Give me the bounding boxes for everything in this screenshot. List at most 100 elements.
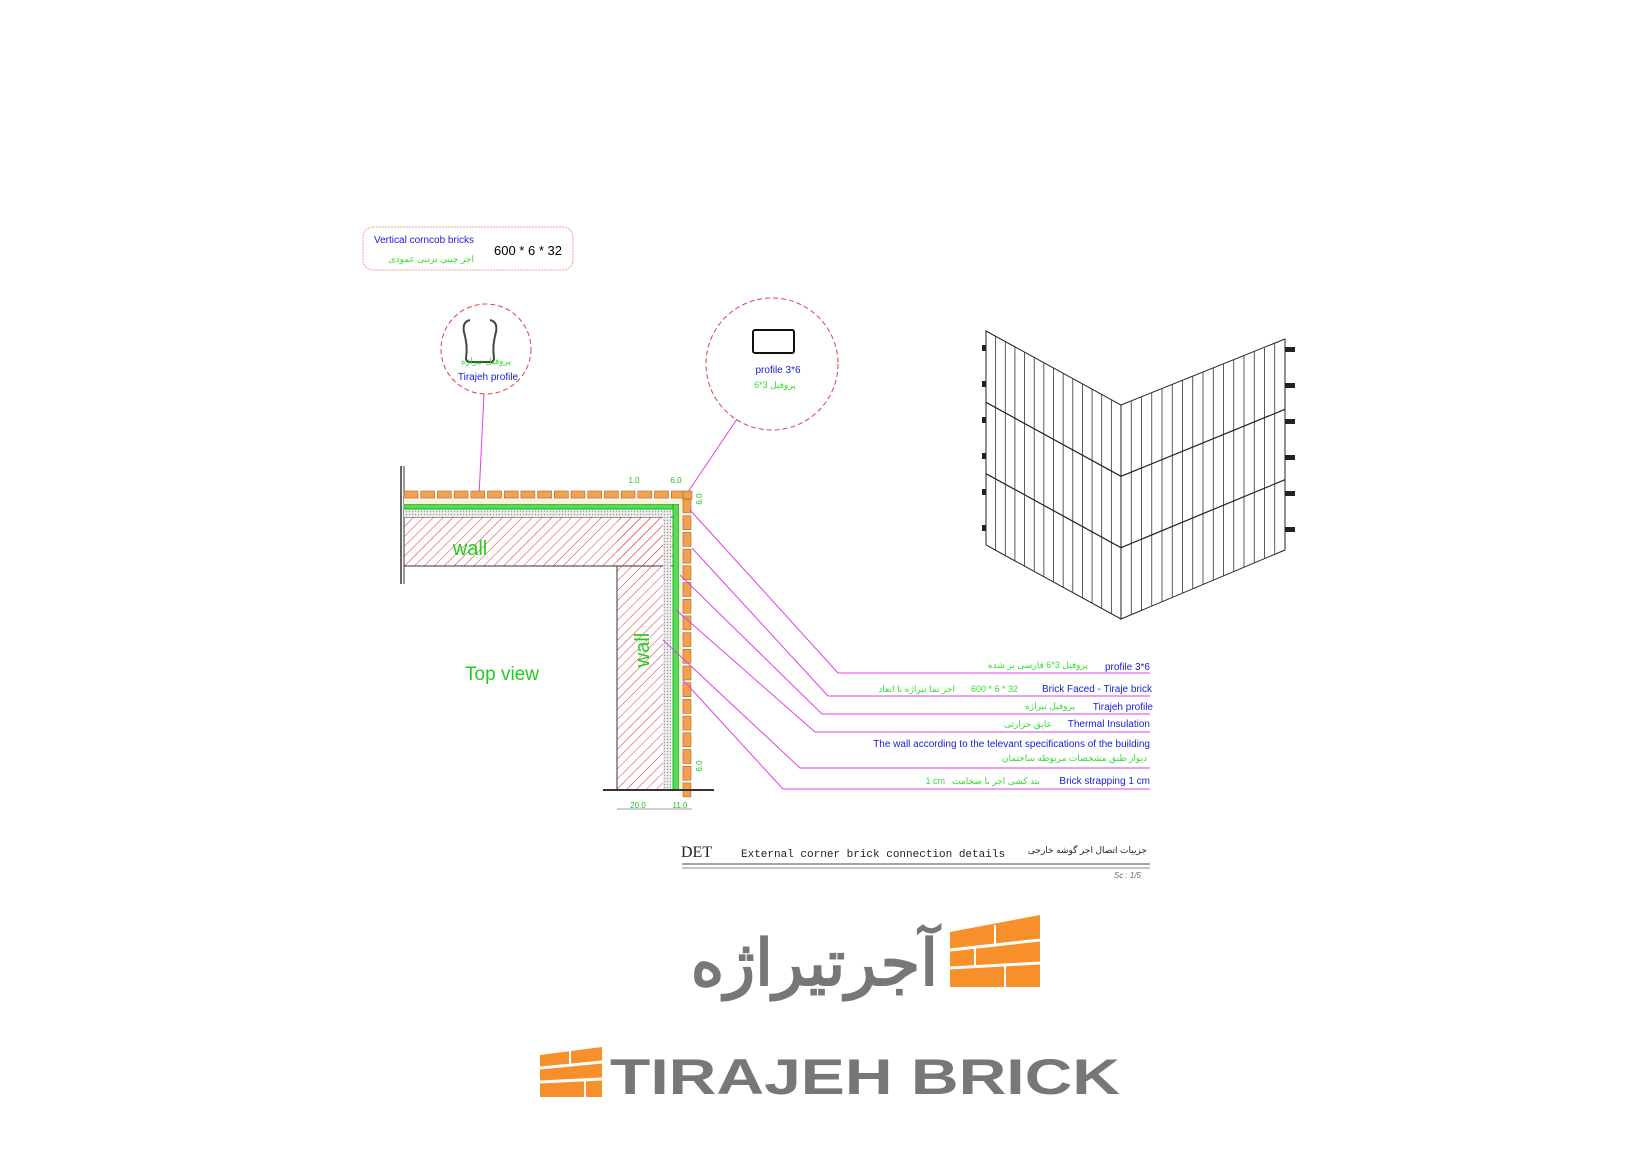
legend-en: Brick Faced - Tiraje brick [1042, 684, 1153, 695]
brick-logo-icon [949, 915, 1041, 987]
dim-label: 6.0 [695, 760, 704, 772]
detail-title-en: External corner brick connection details [741, 849, 1005, 861]
legend-fa: دیوار طبق مشخصات مربوطه ساختمان [1002, 753, 1147, 764]
leader-lines [662, 509, 1150, 790]
callout-fa: پروفیل 3*6 [754, 380, 796, 391]
legend-en: Thermal Insulation [1068, 719, 1150, 730]
iso-clip [1285, 383, 1295, 388]
leader-line [679, 574, 1150, 715]
brick [503, 490, 519, 499]
brick [682, 532, 692, 547]
brick [437, 490, 452, 499]
brick-logo-icon [539, 1047, 603, 1097]
title-block: DET External corner brick connection det… [681, 844, 1150, 880]
logo-en-text: TIRAJEH BRICK [610, 1049, 1120, 1105]
iso-course-line [1120, 408, 1286, 477]
brick [570, 490, 586, 499]
iso-clip [1285, 347, 1295, 352]
dim-label: 6.0 [670, 476, 682, 485]
iso-clip [982, 381, 986, 387]
top-view-plan: wall wall Top view 1.0 6.0 6.0 6.0 20.0 … [400, 466, 714, 810]
legend-fa: بند کشی اجر با ضخامت [952, 776, 1040, 787]
brick [682, 649, 692, 664]
leader-line [662, 639, 1150, 769]
top-view-label: Top view [465, 664, 539, 685]
detail-title-fa: جزییات اتصال اجر گوشه خارجی [1028, 844, 1147, 856]
spec-box: Vertical corncob bricks اجر چینی ترتبی ع… [362, 226, 574, 271]
brick [620, 490, 636, 499]
legend-fa: عایق حرارتی [1004, 719, 1052, 730]
legend-fa: پروفیل تیراژه [1025, 701, 1075, 712]
dim-label: 20.0 [630, 801, 646, 810]
logo-en: TIRAJEH BRICK [539, 1047, 1120, 1105]
brick [682, 749, 692, 764]
legend-en: profile 3*6 [1105, 662, 1150, 673]
tirajeh-profile-callout: پروفیل تیراژه Tirajeh profile [440, 303, 532, 497]
tirajeh-profile-icon [462, 319, 498, 363]
iso-clip [982, 453, 986, 459]
spec-size: 600 * 6 * 32 [494, 243, 562, 258]
iso-clip [1285, 527, 1295, 532]
iso-course-line [1120, 479, 1286, 549]
dim-label: 11.0 [673, 801, 689, 810]
profile-3x6-callout: profile 3*6 پروفیل 3*6 [687, 297, 839, 493]
wall-label-vertical: wall [632, 633, 654, 668]
callout-en: Tirajeh profile [458, 372, 519, 383]
legend-fa: اجر نما تیراژه با ابعاد [878, 684, 955, 695]
iso-clip [1285, 455, 1295, 460]
brick [682, 548, 692, 564]
brick [537, 490, 552, 499]
iso-clip [982, 417, 986, 423]
iso-clip [982, 525, 986, 531]
iso-clip [982, 345, 986, 351]
brick [682, 732, 692, 748]
brick [682, 498, 692, 514]
brick [682, 765, 692, 781]
spec-title-en: Vertical corncob bricks [374, 235, 474, 246]
legend-en: Brick strapping 1 cm [1059, 776, 1150, 787]
brick [682, 699, 692, 714]
brick [682, 632, 692, 647]
logo-fa-text: آجرتیراژه [691, 922, 943, 1002]
dim-label: 1.0 [628, 476, 640, 485]
scale-label: Sc : 1/5 [1114, 871, 1142, 880]
brick [682, 565, 692, 581]
brick [554, 490, 569, 499]
rect-profile-icon [752, 329, 795, 354]
leader-line [689, 509, 1150, 674]
leader-line [675, 609, 1150, 733]
legend-size: 1 cm [925, 776, 945, 786]
brick [682, 615, 692, 631]
brick [420, 490, 435, 499]
brick [682, 682, 692, 697]
brick [682, 515, 692, 530]
iso-course-line [985, 401, 1122, 477]
brick [520, 490, 536, 499]
brick [403, 490, 419, 499]
dim-label: 6.0 [695, 493, 704, 505]
legend: profile 3*6 پروفیل 3*6 فارسی بر شده Bric… [873, 660, 1153, 787]
spec-title-fa: اجر چینی ترتبی عمودی [389, 254, 475, 265]
isometric-corner-view [982, 330, 1295, 620]
iso-clip [1285, 491, 1295, 496]
brick [682, 715, 692, 731]
brick [587, 490, 602, 499]
logo-fa: آجرتیراژه [691, 915, 1041, 1002]
iso-clip [982, 489, 986, 495]
brick [682, 665, 692, 681]
legend-fa: پروفیل 3*6 فارسی بر شده [988, 660, 1089, 671]
brick [604, 490, 619, 499]
iso-clip [1285, 419, 1295, 424]
brick [637, 490, 653, 499]
legend-en: Tirajeh profile [1093, 702, 1154, 713]
leader-line [691, 547, 1150, 697]
legend-size: 600 * 6 * 32 [971, 684, 1018, 694]
detail-code: DET [681, 844, 712, 861]
wall-label: wall [452, 538, 487, 560]
callout-fa: پروفیل تیراژه [461, 356, 511, 367]
brick [682, 490, 693, 500]
iso-course-line [985, 473, 1122, 549]
brick [487, 490, 502, 499]
brick [682, 598, 692, 614]
